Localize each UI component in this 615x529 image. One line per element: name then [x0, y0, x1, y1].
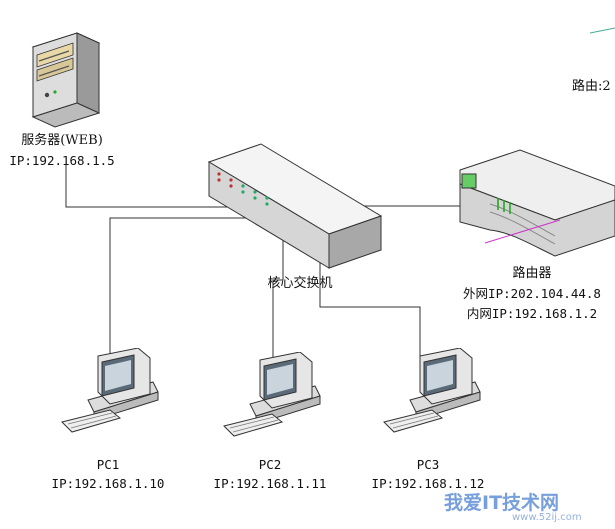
pc2-icon — [223, 352, 321, 437]
router-lan-ip: 内网IP:192.168.1.2 — [466, 306, 598, 321]
pc3-name: PC3 — [416, 457, 440, 472]
server-icon — [31, 32, 101, 128]
remote-link — [589, 27, 615, 34]
server-ip: IP:192.168.1.5 — [9, 153, 115, 168]
watermark-text: 我爱IT技术网 — [444, 492, 560, 514]
link-switch-pc1 — [109, 217, 250, 362]
pc3-icon — [383, 348, 481, 433]
router-wan-ip: 外网IP:202.104.44.8 — [463, 286, 601, 301]
pc1-ip: IP:192.168.1.10 — [51, 476, 165, 491]
pc2-ip: IP:192.168.1.11 — [213, 476, 327, 491]
pc1-icon — [61, 348, 159, 433]
router-icon — [459, 149, 615, 257]
link-switch-pc2 — [272, 228, 284, 370]
switch-icon — [207, 143, 383, 269]
remote-route-label: 路由:2 — [572, 79, 611, 94]
link-switch-pc3 — [319, 238, 421, 362]
router-name: 路由器 — [512, 266, 552, 281]
pc1-name: PC1 — [96, 457, 120, 472]
pc3-ip: IP:192.168.1.12 — [371, 476, 485, 491]
pc2-name: PC2 — [258, 457, 282, 472]
server-name: 服务器(WEB) — [21, 133, 103, 148]
watermark-url: www.52ij.com — [512, 512, 582, 523]
link-server-switch — [65, 165, 250, 208]
switch-name: 核心交换机 — [267, 276, 333, 291]
